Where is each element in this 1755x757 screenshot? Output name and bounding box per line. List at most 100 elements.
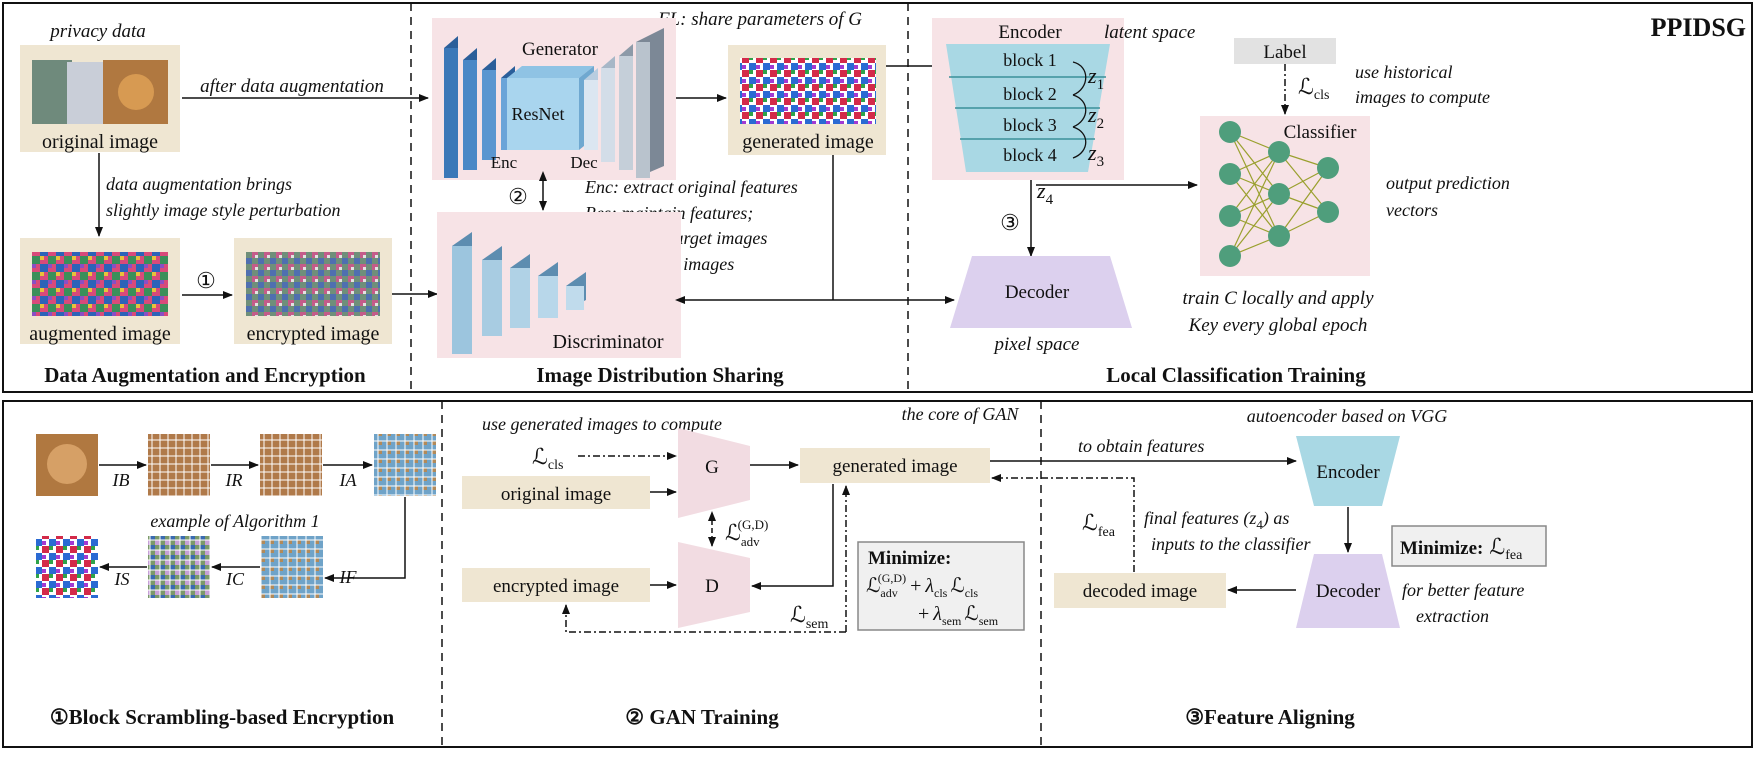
discriminator-layers <box>452 232 586 354</box>
frog-shape <box>47 444 87 484</box>
after-aug-label: after data augmentation <box>200 76 384 97</box>
latent-space-label: latent space <box>1104 22 1195 43</box>
enc-image-bottom-label: encrypted image <box>493 576 619 597</box>
z4-label: z4 <box>1036 178 1054 208</box>
label-box <box>1234 38 1336 64</box>
minimize-gan-box <box>857 541 1025 631</box>
z3-brace <box>1072 126 1087 159</box>
ia-label: IA <box>339 470 358 490</box>
original-image-label: original image <box>42 131 158 153</box>
vgg-decoder-label: Decoder <box>1316 581 1381 602</box>
generator-enc-layers <box>444 36 515 178</box>
decoder-trapezoid <box>950 256 1132 328</box>
arrow-sem-left <box>562 604 846 633</box>
is-thumb <box>36 536 98 598</box>
z1-brace <box>1072 61 1087 96</box>
ic-label: IC <box>225 569 245 589</box>
original-thumb-2 <box>67 62 105 124</box>
orig-image-bottom-box <box>462 476 650 509</box>
original-thumb-frog <box>118 74 154 110</box>
section-fa-title: ③Feature Aligning <box>1185 705 1355 729</box>
decoded-image-label: decoded image <box>1083 581 1197 602</box>
enc-label: Enc <box>491 153 518 172</box>
if-thumb <box>261 536 323 598</box>
g-label: G <box>705 457 719 478</box>
augmented-image-label: augmented image <box>29 323 171 345</box>
enc-image-bottom-box <box>462 568 650 602</box>
section-aug-title: Data Augmentation and Encryption <box>44 363 366 387</box>
d-label: D <box>705 576 719 597</box>
train-note-2: Key every global epoch <box>1188 315 1368 336</box>
privacy-data-label: privacy data <box>48 21 146 42</box>
minimize-fea-label: Minimize:ℒfea <box>1400 534 1523 563</box>
ic-thumb <box>148 536 210 598</box>
block2-label: block 2 <box>1003 84 1057 104</box>
hist-note-1: use historical <box>1355 62 1453 82</box>
ib-label: IB <box>112 470 130 490</box>
arrow-fea-loss <box>991 474 1135 572</box>
decoded-image-box <box>1054 573 1226 608</box>
decoder-label: Decoder <box>1005 282 1070 303</box>
top-panel-border <box>2 2 1753 393</box>
lcls-bottom: ℒcls <box>532 444 563 473</box>
pixel-space-label: pixel space <box>993 334 1080 355</box>
aug-note-1: data augmentation brings <box>106 174 292 194</box>
block4-label: block 4 <box>1003 145 1057 165</box>
generator-dec-layers <box>584 28 664 178</box>
step3-marker: ③ <box>1000 210 1020 235</box>
ib-thumb <box>148 434 210 496</box>
train-note-1: train C locally and apply <box>1182 288 1374 309</box>
lcls-top: ℒcls <box>1298 74 1329 103</box>
generator-resnet-block <box>507 66 594 150</box>
core-gan-note: the core of GAN <box>902 404 1020 424</box>
z3-label: z3 <box>1087 140 1104 170</box>
ladv-g-d: ℒadv(G,D) <box>725 517 768 549</box>
bottom-panel-border <box>2 400 1753 748</box>
use-gen-note: use generated images to compute <box>482 414 722 434</box>
vgg-encoder-label: Encoder <box>1316 462 1380 483</box>
discriminator-box <box>437 212 681 358</box>
encrypted-image-label: encrypted image <box>247 323 380 345</box>
z2-brace <box>1072 94 1087 128</box>
fl-note: FL: share parameters of G <box>657 9 862 30</box>
output-note-1: output prediction <box>1386 173 1510 193</box>
ia-thumb <box>374 434 436 496</box>
g-shape <box>678 428 750 518</box>
augmented-thumb <box>32 252 168 316</box>
section-bse-title: ①Block Scrambling-based Encryption <box>50 705 395 729</box>
vgg-encoder-shape <box>1296 436 1400 506</box>
better-note-2: extraction <box>1416 606 1489 626</box>
z2-label: z2 <box>1087 102 1104 132</box>
original-thumb-1 <box>32 60 72 124</box>
d-shape <box>678 542 750 628</box>
better-note-1: for better feature <box>1402 580 1524 600</box>
title-ppidsg: PPIDSG <box>1651 13 1746 42</box>
final-features-note-1: final features (z4) as <box>1144 508 1289 532</box>
ir-label: IR <box>225 470 243 490</box>
block1-label: block 1 <box>1003 50 1057 70</box>
encrypted-thumb <box>246 252 380 316</box>
ir-thumb <box>260 434 322 496</box>
gen-image-bottom-label: generated image <box>832 456 957 477</box>
step1-marker: ① <box>196 268 216 293</box>
is-label: IS <box>114 569 130 589</box>
z1-label: z1 <box>1087 63 1104 93</box>
aug-note-2: slightly image style perturbation <box>106 200 340 220</box>
hist-note-2: images to compute <box>1355 87 1490 107</box>
step2-marker: ② <box>508 184 528 209</box>
arrow-gen-d <box>751 484 834 590</box>
arrow-if <box>324 497 406 582</box>
minimize-gan-label: Minimize: <box>868 548 951 569</box>
output-note-2: vectors <box>1386 200 1438 220</box>
generated-thumb <box>740 58 876 124</box>
final-features-note-2: inputs to the classifier <box>1151 534 1311 554</box>
vgg-decoder-shape <box>1296 554 1400 628</box>
section-gan-title: ② GAN Training <box>625 705 779 729</box>
block3-label: block 3 <box>1003 115 1057 135</box>
if-label: IF <box>339 567 358 587</box>
gen-image-bottom-box <box>800 448 990 483</box>
label-text: Label <box>1263 42 1306 63</box>
